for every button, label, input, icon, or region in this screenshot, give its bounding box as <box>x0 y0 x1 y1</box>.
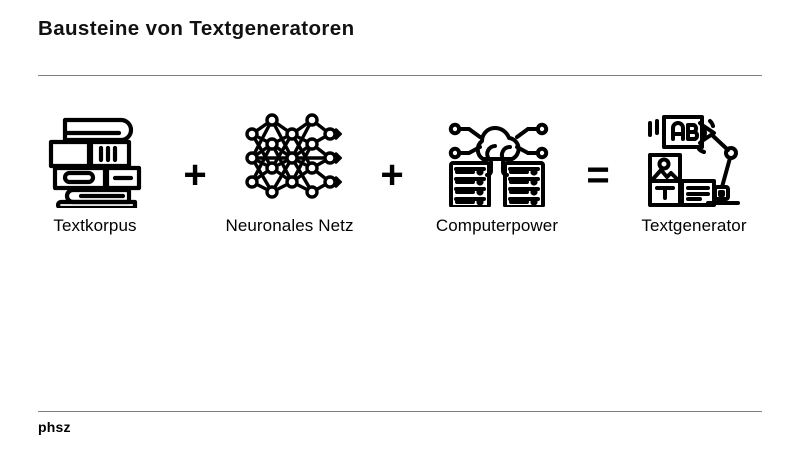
neural-network-icon <box>212 105 367 210</box>
plus-operator-1: + <box>183 153 207 197</box>
formula-item-textgenerator: Textgenerator <box>618 105 770 236</box>
book-stack-icon <box>20 105 170 210</box>
cloud-server-icon <box>412 105 582 210</box>
header-divider <box>38 75 762 76</box>
footer-logo: phsz <box>38 419 71 435</box>
formula-item-label: Textkorpus <box>53 216 137 235</box>
formula-row: Textkorpus + <box>0 105 800 255</box>
formula-item-label: Textgenerator <box>641 216 747 235</box>
formula-item-textkorpus: Textkorpus <box>20 105 170 236</box>
robot-arm-icon <box>618 105 770 210</box>
formula-item-label: Neuronales Netz <box>225 216 354 235</box>
formula-item-computerpower: Computerpower <box>412 105 582 236</box>
equals-operator: = <box>586 153 610 197</box>
footer-divider <box>38 411 762 412</box>
formula-item-label: Computerpower <box>435 216 559 235</box>
formula-item-neuronales-netz: Neuronales Netz <box>212 105 367 236</box>
plus-operator-2: + <box>380 153 404 197</box>
page-title: Bausteine von Textgeneratoren <box>38 17 355 40</box>
